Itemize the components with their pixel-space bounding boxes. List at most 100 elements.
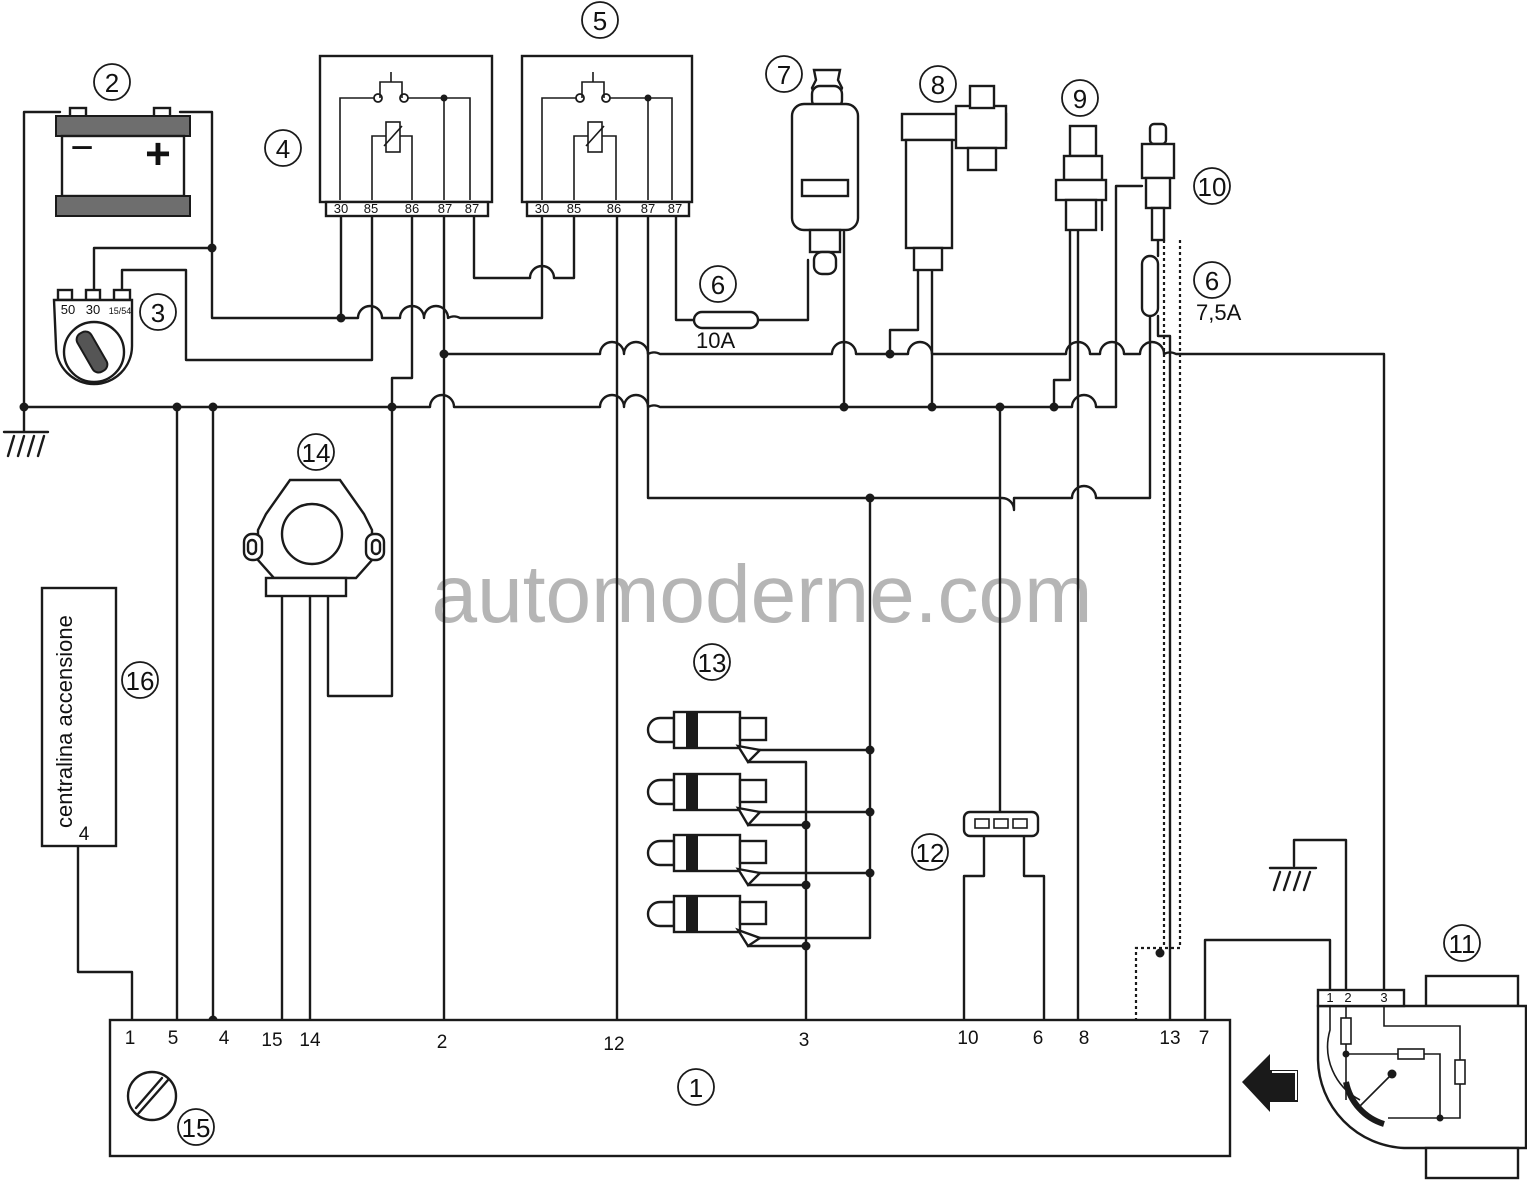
callout-ignition-module: 16	[121, 661, 159, 699]
callout-battery: 2	[93, 63, 131, 101]
callout-injectors: 13	[693, 643, 731, 681]
injectors	[646, 710, 768, 948]
junctions	[19, 243, 1165, 1025]
svg-text:6: 6	[711, 270, 725, 300]
svg-text:87: 87	[668, 201, 682, 216]
svg-text:2: 2	[437, 1032, 448, 1053]
battery: − +	[55, 106, 191, 217]
watermark: automoderne.com	[432, 549, 1093, 640]
ignition-switch: 50 30 15/54	[52, 288, 134, 386]
callout-fuse-7-5a: 6	[1193, 261, 1231, 299]
svg-text:1: 1	[1326, 990, 1333, 1005]
svg-text:9: 9	[1073, 84, 1087, 114]
svg-text:3: 3	[151, 298, 165, 328]
callout-fuse-10a: 6	[699, 265, 737, 303]
svg-text:87: 87	[641, 201, 655, 216]
diagnostic-connector	[962, 810, 1040, 838]
callout-throttle-sensor: 14	[297, 433, 335, 471]
svg-text:3: 3	[799, 1030, 810, 1051]
svg-text:30: 30	[535, 201, 549, 216]
idle-actuator	[900, 84, 1008, 272]
svg-text:12: 12	[603, 1034, 624, 1055]
svg-text:30: 30	[86, 302, 100, 317]
air-flow-meter: 1 2 3	[1316, 974, 1527, 1180]
svg-text:11: 11	[1449, 929, 1476, 959]
callout-ecu: 1	[677, 1068, 715, 1106]
wires	[22, 110, 1386, 1022]
svg-text:15: 15	[261, 1030, 282, 1051]
callout-temp-sensor-b: 10	[1193, 167, 1231, 205]
ignition-module-pin: 4	[79, 824, 90, 845]
shield-cable	[211, 240, 1182, 1064]
svg-text:4: 4	[219, 1028, 230, 1049]
callout-temp-sensor-a: 9	[1061, 79, 1099, 117]
throttle-position-sensor	[242, 478, 386, 598]
svg-text:1: 1	[125, 1028, 136, 1049]
svg-text:85: 85	[567, 201, 581, 216]
svg-text:86: 86	[607, 201, 621, 216]
callout-canister-valve: 7	[765, 55, 803, 93]
ecu: 1 5 4 15 14 2 12 3 10 6 8 13 7	[108, 1018, 1232, 1158]
ignition-module: centralina accensione 4	[40, 586, 118, 848]
callout-ecu-trimmer: 15	[177, 1108, 215, 1146]
callout-connector: 12	[911, 833, 949, 871]
svg-text:10: 10	[957, 1028, 978, 1049]
ground-symbol-right	[1268, 866, 1318, 892]
ecu-trimmer	[126, 1070, 178, 1122]
svg-text:87: 87	[465, 201, 479, 216]
svg-text:8: 8	[1079, 1028, 1090, 1049]
ignition-module-label: centralina accensione	[52, 615, 77, 828]
svg-text:1: 1	[689, 1073, 703, 1103]
injector-3	[646, 833, 768, 887]
svg-text:6: 6	[1033, 1028, 1044, 1049]
temp-sensor-b	[1140, 122, 1176, 242]
svg-text:13: 13	[1159, 1028, 1180, 1049]
svg-text:6: 6	[1205, 266, 1219, 296]
fuse-7-5a: 7,5A	[1140, 254, 1242, 325]
airflow-arrow	[1242, 1054, 1298, 1112]
injector-2	[646, 772, 768, 828]
svg-text:2: 2	[105, 68, 119, 98]
svg-text:8: 8	[931, 70, 945, 100]
svg-text:2: 2	[1344, 990, 1351, 1005]
svg-text:7: 7	[777, 60, 791, 90]
svg-text:50: 50	[61, 302, 75, 317]
ground-symbol-left	[2, 430, 50, 458]
callout-relay-a: 4	[264, 129, 302, 167]
callout-air-flow-meter: 11	[1443, 924, 1481, 962]
svg-text:7: 7	[1199, 1028, 1210, 1049]
svg-text:15/54: 15/54	[109, 306, 132, 316]
fuse-10a-rating: 10A	[696, 328, 735, 353]
temp-sensor-a	[1054, 124, 1108, 232]
svg-text:85: 85	[364, 201, 378, 216]
svg-text:5: 5	[593, 6, 607, 36]
svg-text:13: 13	[698, 648, 727, 678]
callouts: 1 2 3 4 5 6 6 7 8 9 10 11 12 13 14 15 16	[93, 1, 1481, 1146]
callout-ignition-switch: 3	[139, 293, 177, 331]
injector-4	[646, 894, 768, 948]
injector-1	[646, 710, 768, 764]
svg-text:14: 14	[299, 1030, 321, 1051]
battery-minus: −	[70, 126, 93, 170]
svg-text:30: 30	[334, 201, 348, 216]
svg-text:87: 87	[438, 201, 452, 216]
svg-text:3: 3	[1380, 990, 1387, 1005]
fuse-7-5a-rating: 7,5A	[1196, 300, 1242, 325]
ecu-pins: 1 5 4 15 14 2 12 3 10 6 8 13 7	[125, 1028, 1210, 1055]
svg-text:12: 12	[916, 838, 945, 868]
svg-text:16: 16	[126, 666, 155, 696]
svg-text:15: 15	[182, 1113, 211, 1143]
svg-text:5: 5	[168, 1028, 179, 1049]
svg-text:86: 86	[405, 201, 419, 216]
svg-text:10: 10	[1198, 172, 1227, 202]
svg-text:4: 4	[276, 134, 290, 164]
fuse-10a: 10A	[692, 310, 760, 353]
svg-text:14: 14	[302, 438, 331, 468]
canister-valve	[790, 68, 860, 276]
callout-idle-actuator: 8	[919, 65, 957, 103]
battery-plus: +	[145, 130, 171, 179]
relay-a: 30 85 86 87 87	[318, 54, 494, 218]
relay-b: 30 85 86 87 87	[520, 54, 694, 218]
callout-relay-b: 5	[581, 1, 619, 39]
